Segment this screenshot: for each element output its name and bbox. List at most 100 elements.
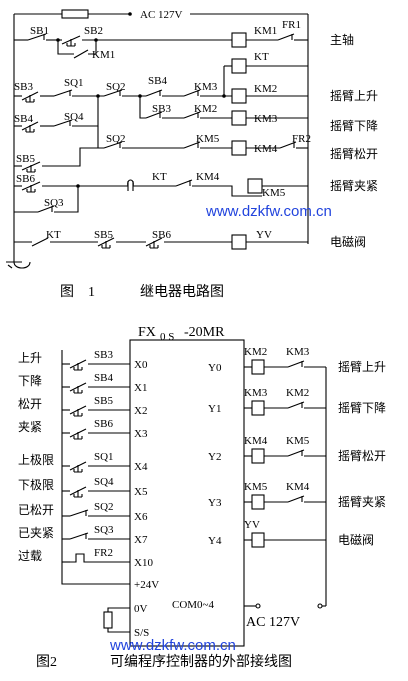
kt-delay-contact [127, 181, 134, 191]
input-device: SB5 [94, 395, 113, 407]
output-label: 摇臂松开 [330, 147, 378, 161]
input-name: 过载 [18, 549, 42, 563]
junction-dot [128, 12, 132, 16]
relay-coil [231, 110, 247, 126]
junction-dot [96, 94, 100, 98]
junction-dot [94, 38, 98, 42]
label: SQ2 [106, 133, 126, 145]
input-terminal: X6 [134, 511, 148, 523]
input-device: FR2 [94, 547, 113, 559]
input-name: 下极限 [18, 478, 54, 492]
relay-coil [251, 494, 265, 510]
pushbutton-actuator [66, 39, 76, 47]
nc-contact [37, 205, 55, 213]
output-label: 电磁阀 [330, 234, 366, 249]
nc-contact [287, 360, 305, 368]
input-terminal: X5 [134, 486, 148, 498]
label: SB6 [16, 173, 35, 185]
nc-contact [277, 33, 295, 41]
wire [61, 578, 130, 585]
watermark: www.dzkfw.com.cn [109, 637, 236, 654]
figure-1-relay-circuit [6, 9, 309, 269]
input-name: 上极限 [18, 453, 54, 467]
output-coil: KM2 [244, 346, 267, 358]
wire [139, 96, 146, 119]
input-terminal: X10 [134, 557, 153, 569]
terminal-node [317, 603, 323, 609]
relay-coil [251, 400, 265, 416]
output-label: 摇臂上升 [330, 89, 378, 103]
input-device: SQ4 [94, 476, 114, 488]
pushbutton-actuator [73, 386, 83, 394]
output-terminal: Y3 [208, 497, 222, 509]
wire [88, 40, 97, 55]
input-name: 已夹紧 [18, 526, 54, 540]
nc-contact [287, 495, 305, 503]
label: SQ1 [64, 77, 84, 89]
figure-2-number: 图2 [36, 655, 57, 670]
nc-contact [103, 89, 123, 97]
terminal-node [255, 603, 261, 609]
output-coil: KM4 [244, 435, 268, 447]
output-supply: AC 127V [246, 615, 300, 630]
label: SB4 [148, 75, 167, 87]
plc-title: FX [138, 325, 156, 340]
input-device: SQ3 [94, 524, 114, 536]
plc-subscript: 0 S [160, 331, 174, 343]
output-coil: YV [244, 519, 260, 531]
nc-contact [27, 33, 47, 41]
label: SB5 [94, 229, 113, 241]
nc-contact [183, 89, 201, 97]
wire [97, 126, 104, 149]
label: KM4 [254, 143, 278, 155]
input-terminal: X0 [134, 359, 148, 371]
label: SB1 [30, 25, 49, 37]
pushbutton-actuator [73, 465, 83, 473]
plc-box [129, 339, 245, 647]
pushbutton-actuator [73, 409, 83, 417]
pushbutton-actuator [26, 165, 36, 173]
output-interlock: KM2 [286, 387, 309, 399]
terminal-ss: S/S [134, 627, 149, 639]
relay-coil [231, 140, 247, 156]
label: SB4 [14, 113, 33, 125]
no-contact [31, 237, 49, 247]
input-device: SQ2 [94, 501, 114, 513]
input-device: SB4 [94, 372, 113, 384]
input-name: 夹紧 [18, 420, 42, 434]
junction-dot [76, 184, 80, 188]
output-label: 摇臂松开 [338, 449, 386, 463]
input-name: 上升 [18, 351, 42, 365]
input-terminal: X3 [134, 428, 148, 440]
junction-dot [56, 38, 60, 42]
label: KM5 [196, 133, 220, 145]
figure-2-plc-wiring [61, 339, 327, 647]
label: KT [254, 51, 269, 63]
figure-1-caption: 继电器电路图 [140, 284, 224, 300]
wire [192, 185, 262, 197]
junction-dot [222, 94, 226, 98]
fr-contact [70, 553, 90, 563]
label: SB3 [152, 103, 171, 115]
no-contact [73, 49, 89, 59]
return-arc [13, 261, 31, 269]
nc-contact [145, 89, 163, 97]
output-label: 摇臂夹紧 [330, 179, 378, 193]
relay-coil [231, 32, 247, 48]
label: SB6 [152, 229, 171, 241]
pushbutton-actuator [25, 125, 35, 133]
output-interlock: KM5 [286, 435, 310, 447]
relay-coil [231, 58, 247, 74]
label: KM3 [194, 81, 218, 93]
label: FR1 [282, 19, 301, 31]
output-interlock: KM4 [286, 481, 310, 493]
output-terminal: Y2 [208, 451, 221, 463]
label: KM5 [262, 187, 286, 199]
label: SQ2 [106, 81, 126, 93]
fuse [61, 9, 89, 19]
nc-contact [287, 449, 305, 457]
label: KM1 [92, 49, 115, 61]
label: KT [152, 171, 167, 183]
figure-2-caption: 可编程序控制器的外部接线图 [110, 653, 292, 670]
